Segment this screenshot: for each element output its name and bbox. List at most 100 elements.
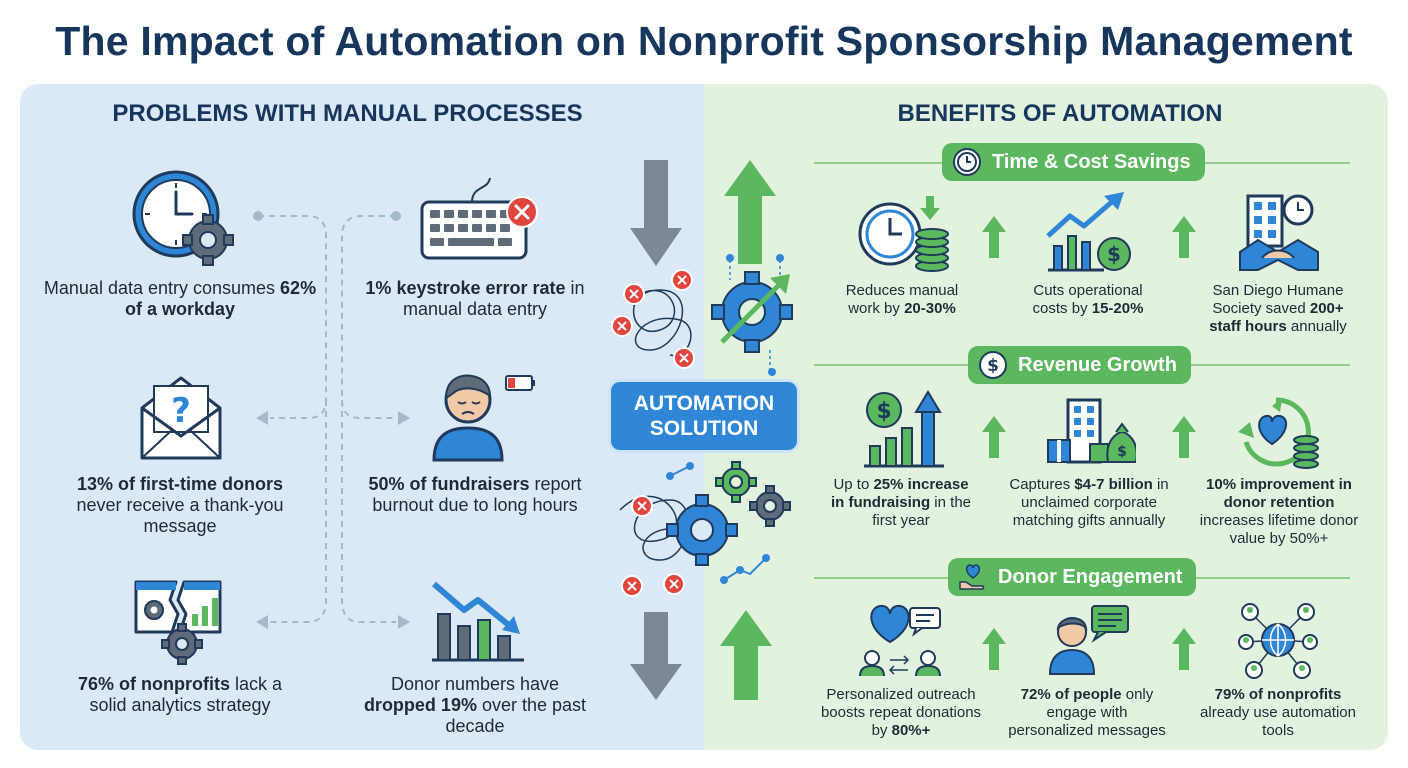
problem-3-bold: 13% of first-time donors (76, 474, 284, 494)
problem-2-post: in manual data entry (402, 278, 585, 319)
up-arrow-bottom-icon (720, 610, 772, 700)
down-arrow-top-icon (630, 160, 682, 266)
up-arrow-small-icon-2 (1172, 216, 1196, 258)
envelope-question-icon: ? (140, 376, 222, 460)
svg-text:?: ? (171, 391, 191, 431)
problem-5-post: lack a solid analytics strategy (89, 674, 283, 715)
problem-3-post: never receive a thank-you message (76, 495, 284, 536)
problem-1-bold: 62% of a workday (124, 278, 317, 319)
benefit-8-post: only engage with personalized messages (1008, 686, 1166, 739)
gear-growth-icon (711, 271, 793, 353)
svg-text:$: $ (987, 356, 999, 376)
benefit-text-9: 79% of nonprofits already use automation… (1200, 686, 1356, 740)
hand-heart-icon (959, 564, 985, 590)
benefit-text-3: San Diego Humane Society saved 200+ staf… (1196, 282, 1360, 336)
up-arrow-small-icon-5 (982, 628, 1006, 670)
benefit-1-bold: 20-30% (904, 300, 956, 317)
transition-arrows-illustration (611, 160, 793, 700)
svg-text:$: $ (1107, 242, 1121, 266)
problem-5-bold: 76% of nonprofits (77, 674, 230, 694)
clock-gear-icon (132, 170, 234, 266)
tired-person-icon (432, 374, 535, 462)
problem-text-6: Donor numbers have dropped 19% over the … (360, 674, 590, 737)
dollar-bar-chart-icon: $ (864, 390, 944, 468)
benefit-3-bold: 200+ staff hours (1209, 300, 1344, 335)
svg-text:$: $ (876, 399, 891, 424)
keyboard-error-icon (420, 177, 538, 260)
problem-6-post: over the past decade (445, 695, 587, 736)
person-chat-icon (1048, 605, 1129, 675)
broken-analytics-icon (134, 580, 222, 665)
benefit-5-post: in unclaimed corporate matching gifts an… (1012, 476, 1169, 529)
problem-1-pre: Manual data entry consumes (43, 278, 281, 298)
automation-label-line1: AUTOMATION (633, 392, 775, 415)
group-time-cost-savings: Time & Cost Savings (942, 143, 1205, 181)
benefit-5-pre: Captures (1009, 476, 1075, 493)
benefit-2-bold: 15-20% (1091, 300, 1144, 317)
benefit-text-4: Up to 25% increase in fundraising in the… (826, 476, 976, 530)
group-donor-engagement: Donor Engagement (948, 558, 1197, 596)
benefit-4-post: in the first year (872, 494, 972, 529)
automation-solution-badge: AUTOMATION SOLUTION (611, 382, 797, 450)
benefit-7-pre: Personalized outreach boosts repeat dona… (820, 686, 982, 739)
svg-text:$: $ (1117, 444, 1127, 460)
dashed-connectors (253, 211, 410, 629)
group-time-label: Time & Cost Savings (992, 150, 1191, 173)
up-arrow-top-icon (724, 160, 776, 264)
group-engagement-label: Donor Engagement (998, 565, 1183, 588)
dollar-icon: $ (979, 351, 1007, 379)
problem-text-3: 13% of first-time donors never receive a… (60, 474, 300, 537)
automation-label-line2: SOLUTION (649, 417, 759, 440)
problem-text-4: 50% of fundraisers report burnout due to… (360, 474, 590, 516)
problems-heading: PROBLEMS WITH MANUAL PROCESSES (112, 100, 583, 127)
benefit-text-1: Reduces manual work by 20-30% (832, 282, 972, 318)
benefit-2-pre: Cuts operational costs by (1032, 282, 1143, 317)
benefit-1-pre: Reduces manual work by (845, 282, 959, 317)
benefit-7-bold: 80%+ (891, 722, 931, 739)
clock-icon (953, 148, 981, 176)
building-gifts-icon: $ (1047, 398, 1136, 464)
gear-cluster-icon (666, 461, 791, 566)
up-arrow-small-icon-4 (1172, 416, 1196, 458)
problem-text-2: 1% keystroke error rate in manual data e… (350, 278, 600, 320)
group-revenue-growth: $ Revenue Growth (968, 346, 1191, 384)
benefit-text-6: 10% improvement in donor retention incre… (1194, 476, 1364, 548)
benefit-6-post: increases lifetime donor value by 50%+ (1199, 512, 1359, 547)
problem-4-bold: 50% of fundraisers (368, 474, 530, 494)
globe-network-icon (1238, 603, 1318, 679)
error-icons-bottom (621, 495, 685, 597)
problem-4-post: report burnout due to long hours (372, 474, 582, 515)
page-title: The Impact of Automation on Nonprofit Sp… (55, 18, 1353, 64)
down-arrow-bottom-icon (630, 612, 682, 700)
benefit-text-8: 72% of people only engage with personali… (1004, 686, 1170, 740)
benefit-3-post: annually (1286, 318, 1347, 335)
heart-people-chat-icon (859, 604, 941, 677)
growth-chart-dollar-icon: $ (1046, 192, 1131, 272)
benefit-9-bold: 79% of nonprofits (1214, 686, 1342, 703)
up-arrow-small-icon-3 (982, 416, 1006, 458)
benefit-text-2: Cuts operational costs by 15-20% (1018, 282, 1158, 318)
problem-2-bold: 1% keystroke error rate (365, 278, 566, 298)
heart-cycle-coins-icon (1238, 397, 1319, 469)
benefits-heading: BENEFITS OF AUTOMATION (897, 100, 1223, 127)
benefit-text-7: Personalized outreach boosts repeat dona… (818, 686, 984, 740)
group-revenue-label: Revenue Growth (1018, 353, 1177, 376)
declining-chart-icon (432, 581, 524, 662)
benefit-5-bold: $4-7 billion (1074, 476, 1153, 493)
problem-text-1: Manual data entry consumes 62% of a work… (40, 278, 320, 320)
problem-6-bold: dropped 19% (363, 695, 477, 715)
benefit-3-pre: San Diego Humane Society saved (1212, 282, 1344, 317)
benefit-4-pre: Up to (833, 476, 874, 493)
benefit-9-post: already use automation tools (1200, 704, 1356, 739)
building-handshake-icon (1239, 194, 1319, 271)
benefit-4-bold: 25% increase in fundraising (830, 476, 969, 511)
benefit-text-5: Captures $4-7 billion in unclaimed corpo… (1002, 476, 1176, 530)
clock-coins-icon (858, 196, 949, 272)
benefit-8-bold: 72% of people (1020, 686, 1122, 703)
up-arrow-small-icon-6 (1172, 628, 1196, 670)
problem-6-pre: Donor numbers have (390, 674, 560, 694)
error-icons-top (611, 269, 695, 369)
problem-text-5: 76% of nonprofits lack a solid analytics… (60, 674, 300, 716)
benefit-6-bold: 10% improvement in donor retention (1206, 476, 1352, 511)
up-arrow-small-icon-1 (982, 216, 1006, 258)
